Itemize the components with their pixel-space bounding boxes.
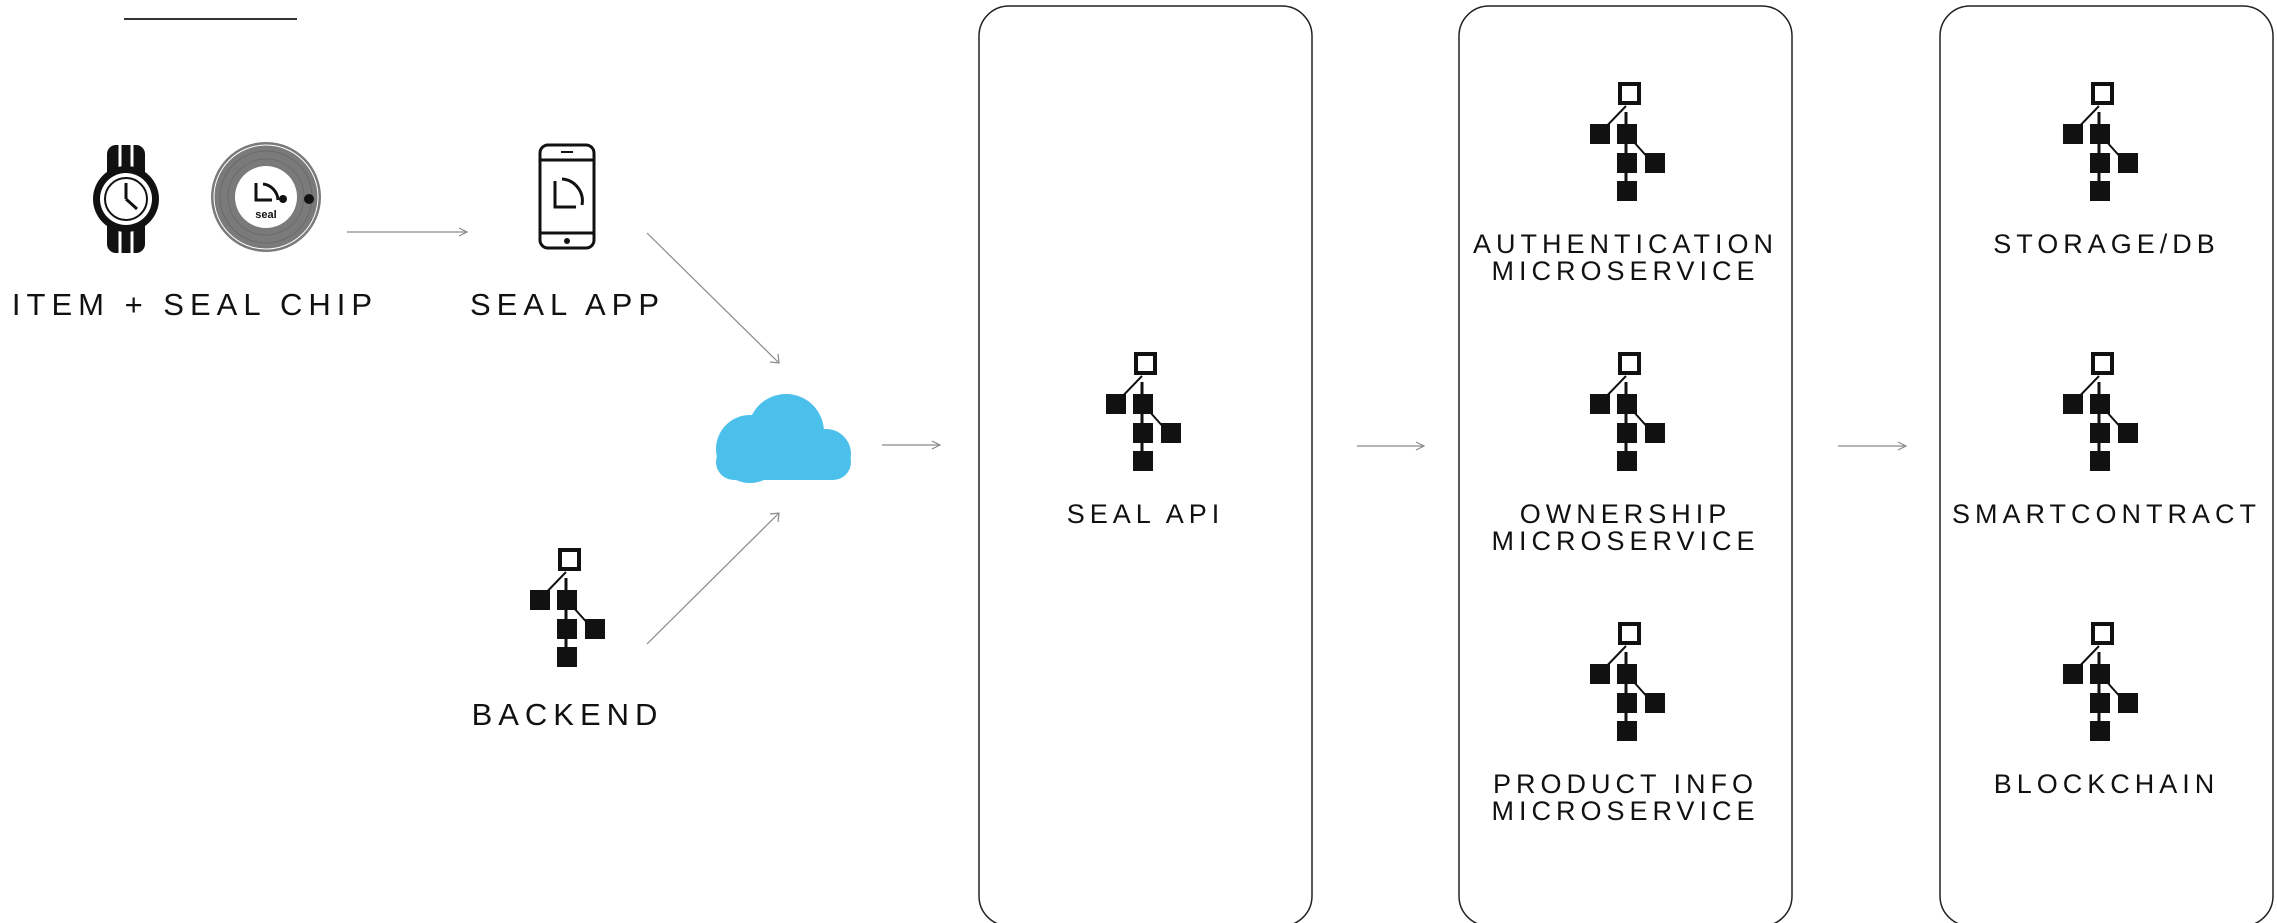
arrow-app-to-cloud — [646, 232, 780, 364]
service-tree-icon — [1104, 352, 1183, 473]
arrows — [347, 227, 1908, 645]
arrow-api-to-microservices — [1357, 441, 1426, 451]
service-tree-icon — [2061, 352, 2140, 473]
cloud-icon — [716, 394, 851, 483]
service-tree-icon — [1588, 82, 1667, 203]
seal-chip-icon: seal — [211, 142, 321, 252]
item-seal-chip-label: ITEM + SEAL CHIP — [11, 287, 379, 322]
storage-panel — [1939, 5, 2274, 923]
arrow-cloud-to-api — [882, 440, 942, 450]
chip-logo-text: seal — [255, 209, 276, 221]
blockchain-label: BLOCKCHAIN — [1993, 769, 2220, 799]
seal-api-label: SEAL API — [1066, 499, 1225, 529]
smartcontract-label: SMARTCONTRACT — [1951, 499, 2261, 529]
storage-db-label: STORAGE/DB — [1993, 229, 2220, 259]
service-tree-icon — [2061, 82, 2140, 203]
watch-icon — [93, 145, 159, 253]
service-tree-icon — [2061, 622, 2140, 743]
seal-app-label: SEAL APP — [469, 287, 666, 322]
smartphone-icon — [538, 143, 596, 250]
microservices-panel — [1458, 5, 1793, 923]
service-tree-icon — [1588, 622, 1667, 743]
service-tree-icon — [1588, 352, 1667, 473]
backend-label: BACKEND — [471, 697, 664, 732]
api-panel — [978, 5, 1313, 923]
arrow-item-to-app — [347, 227, 469, 237]
service-tree-icon — [528, 548, 607, 669]
arrow-microservices-to-storage — [1838, 441, 1908, 451]
arrow-backend-to-cloud — [646, 512, 780, 645]
